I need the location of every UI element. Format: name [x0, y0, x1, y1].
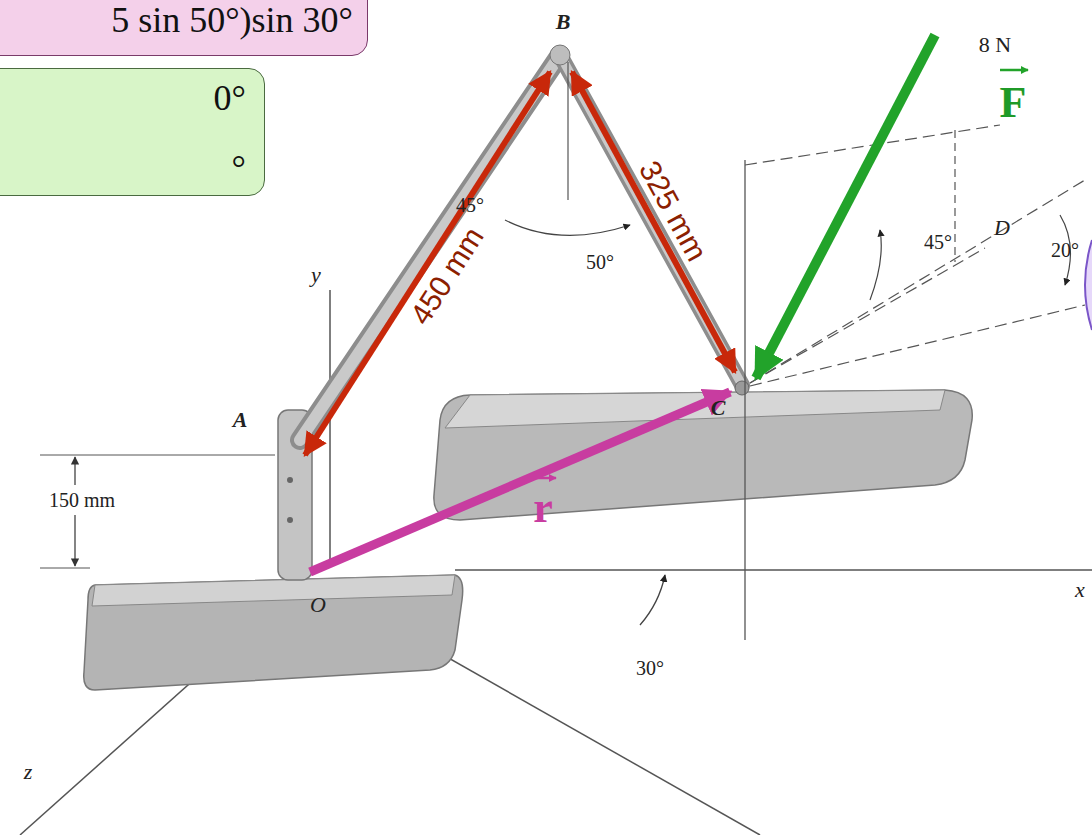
angle-label: 20° [1051, 240, 1079, 260]
angle-label: 45° [924, 232, 952, 252]
point-label: D [994, 217, 1010, 239]
axis-label: z [24, 761, 33, 783]
formula-box: 0° ° [0, 68, 265, 196]
force-magnitude: 8 N [979, 34, 1011, 56]
vector-label: r [533, 486, 553, 530]
point-label: A [233, 409, 248, 431]
point-label: C [711, 397, 726, 419]
formula-text: ° [232, 149, 246, 189]
point-label: O [310, 594, 326, 616]
formula-text: 5 sin 50°)sin 30° [111, 1, 353, 41]
vector-label: F [1000, 81, 1027, 125]
point-label: B [556, 11, 571, 33]
axis-label: x [1075, 579, 1085, 601]
axis-label: y [311, 264, 321, 286]
formula-text: 0° [214, 79, 246, 119]
formula-box: 5 sin 50°)sin 30° [0, 0, 368, 56]
dimension-label: 150 mm [49, 490, 115, 510]
angle-label: 50° [586, 252, 614, 272]
angle-label: 45° [456, 195, 484, 215]
angle-label: 30° [636, 658, 664, 678]
